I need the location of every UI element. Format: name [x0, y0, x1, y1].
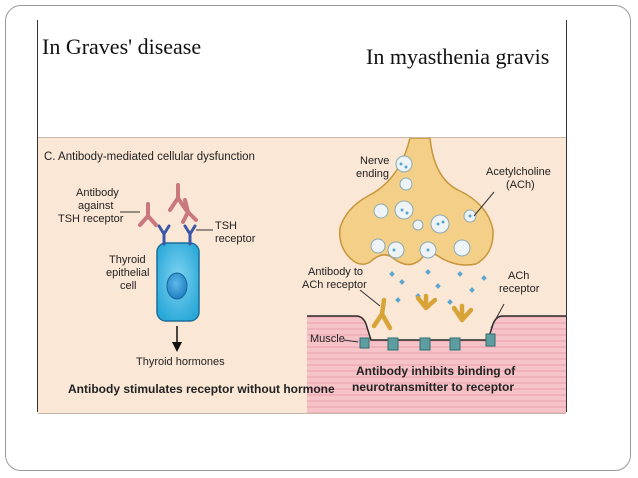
antibody-bound-to-receptor: [181, 198, 198, 224]
acetylcholine-label-1: Acetylcholine: [486, 166, 551, 178]
ach-receptor-label-2: receptor: [499, 283, 540, 295]
cell-label-1: Thyroid: [109, 254, 146, 266]
cell-label-2: epithelial: [106, 267, 150, 279]
right-vertical-rule: [566, 20, 567, 412]
ach-receptors: [359, 333, 496, 351]
tsh-receptor-left: [157, 224, 171, 246]
myasthenia-heading: In myasthenia gravis: [366, 44, 550, 69]
antibody-to-ach-receptor-3: [451, 303, 474, 323]
cell-label-3: cell: [120, 280, 137, 292]
left-vertical-rule: [37, 20, 38, 412]
ach-receptor-pointer-line: [490, 303, 505, 329]
figure-caption: C. Antibody-mediated cellular dysfunctio…: [44, 151, 255, 163]
tsh-receptor-right: [183, 224, 197, 246]
tsh-label-2: receptor: [215, 233, 256, 245]
antibody-against-tsh-receptor-1: [138, 202, 158, 227]
acetylcholine-label-2: (ACh): [506, 179, 535, 191]
hormone-output-arrow: [172, 326, 182, 352]
antibody-to-ach-receptor-2: [415, 293, 438, 311]
nerve-ending: [338, 138, 494, 266]
left-summary: Antibody stimulates receptor without hor…: [68, 382, 335, 396]
muscle-pointer-line: [343, 339, 359, 343]
muscle-label: Muscle: [310, 333, 345, 345]
right-summary-2: neurotransmitter to receptor: [352, 380, 515, 394]
synaptic-vesicles: [370, 155, 477, 259]
antibody-ach-pointer-line: [359, 289, 381, 307]
nerve-label-1: Nerve: [360, 155, 390, 167]
thyroid-hormones-label: Thyroid hormones: [136, 356, 225, 368]
ach-receptor-label-1: ACh: [508, 270, 530, 282]
acetylcholine-pointer-line: [473, 191, 495, 217]
graves-heading: In Graves' disease: [42, 34, 202, 59]
antibody-to-ach-receptor-1: [371, 297, 393, 331]
thyroid-epithelial-cell: [156, 242, 200, 322]
nerve-label-2: ending: [356, 168, 390, 180]
right-summary-1: Antibody inhibits binding of: [356, 364, 516, 378]
ach-molecules: [389, 162, 487, 305]
antibody-ach-label-1: Antibody to: [308, 266, 364, 278]
antibody-ach-label-2: ACh receptor: [302, 279, 367, 291]
antibody-against-tsh-receptor-2: [168, 183, 188, 212]
antibody-dysfunction-figure: C. Antibody-mediated cellular dysfunctio…: [38, 137, 566, 414]
tsh-label-1: TSH: [215, 220, 237, 232]
antibody-label-3: TSH receptor: [58, 213, 124, 225]
figure-illustration: [120, 138, 566, 413]
antibody-label-1: Antibody: [76, 187, 119, 199]
antibody-label-2: against: [78, 200, 114, 212]
